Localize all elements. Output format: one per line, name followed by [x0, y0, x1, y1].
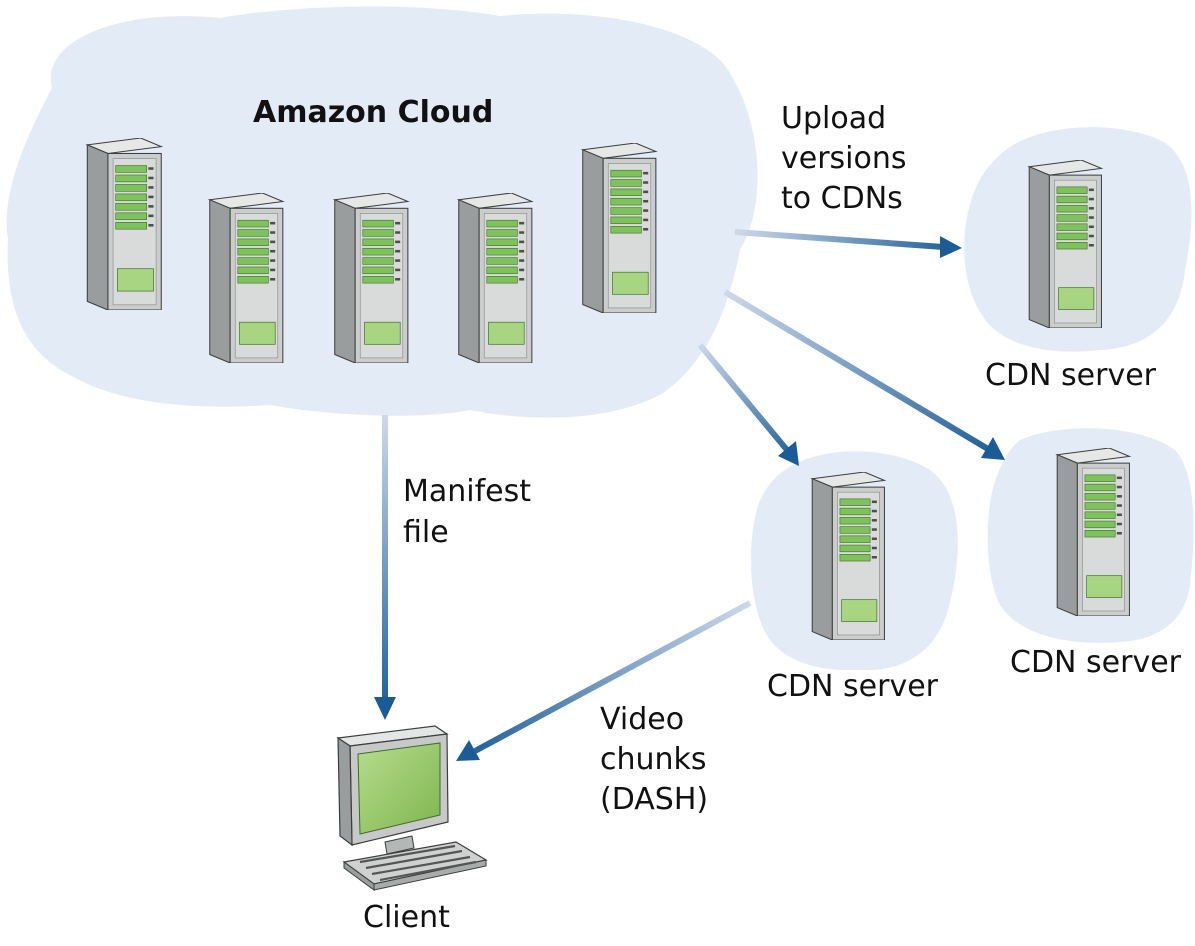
- cdn-server-label-middle: CDN server: [767, 669, 938, 704]
- video-label-line-1: Video: [600, 702, 685, 737]
- arrow-video-chunks: [456, 600, 752, 761]
- server-tower-icon: [1028, 160, 1102, 328]
- arrow-upload: [734, 229, 962, 258]
- upload-label-line-3: to CDNs: [781, 181, 903, 216]
- upload-label-line-1: Upload: [781, 101, 887, 136]
- arrow-icon: [940, 236, 962, 258]
- video-label-line-3: (DASH): [600, 782, 709, 817]
- arrow-icon: [981, 437, 1005, 460]
- server-tower-icon: [1056, 448, 1130, 616]
- arrow-cdn-middle: [697, 343, 799, 466]
- video-label-line-2: chunks: [600, 742, 707, 777]
- server-tower-icon: [458, 193, 533, 363]
- client-label: Client: [363, 900, 450, 935]
- server-tower-icon: [209, 193, 284, 363]
- server-tower-icon: [582, 143, 657, 313]
- cdn-server-label-right: CDN server: [1010, 645, 1181, 680]
- upload-label-line-2: versions: [781, 141, 907, 176]
- cdn-server-label-top: CDN server: [985, 358, 1156, 393]
- server-tower-icon: [811, 472, 886, 640]
- server-tower-icon: [86, 138, 162, 310]
- desktop-computer-icon: [336, 725, 488, 891]
- arrow-icon: [374, 697, 396, 720]
- manifest-label-line-1: Manifest: [403, 474, 532, 509]
- server-tower-icon: [334, 193, 409, 363]
- arrow-manifest: [374, 415, 396, 720]
- manifest-label-line-2: file: [403, 515, 449, 550]
- arrow-icon: [456, 740, 480, 761]
- amazon-cloud-title: Amazon Cloud: [253, 95, 494, 130]
- arrow-icon: [778, 441, 799, 466]
- arrow-cdn-right-lower: [723, 289, 1005, 460]
